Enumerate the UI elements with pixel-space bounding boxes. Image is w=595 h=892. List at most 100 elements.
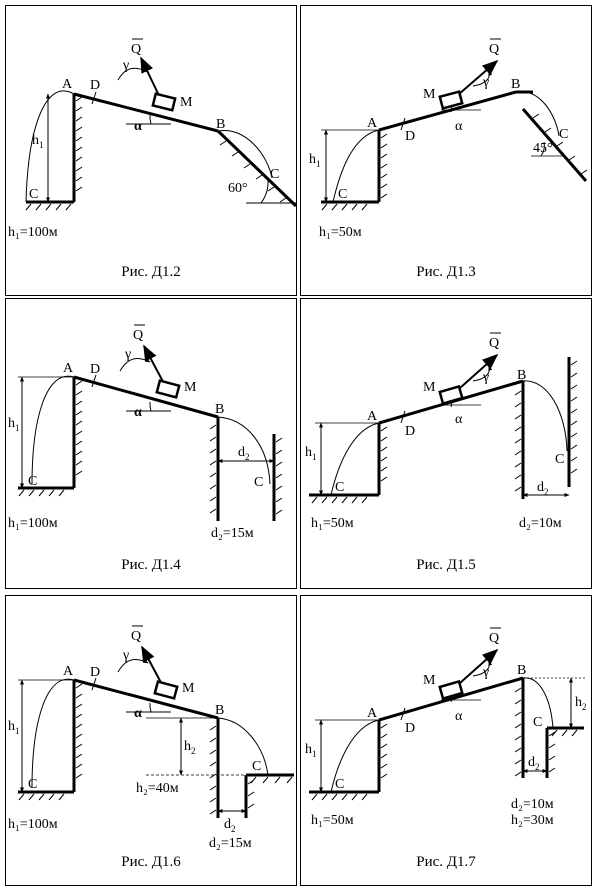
h1-label: h — [32, 133, 39, 148]
caption: Рис. Д1.7 — [416, 854, 476, 870]
svg-text:1: 1 — [312, 749, 317, 759]
svg-text:γ: γ — [482, 665, 489, 680]
svg-text:d: d — [238, 445, 245, 460]
svg-text:h₁=100м: h₁=100м — [8, 516, 58, 531]
svg-text:C: C — [335, 480, 344, 495]
svg-text:2: 2 — [231, 824, 236, 834]
svg-text:Q: Q — [489, 42, 499, 57]
svg-text:h: h — [184, 739, 191, 754]
svg-text:h: h — [309, 152, 316, 167]
svg-text:2: 2 — [191, 746, 196, 756]
svg-text:γ: γ — [122, 648, 129, 663]
svg-text:1: 1 — [316, 159, 321, 169]
svg-text:C: C — [559, 127, 568, 142]
svg-text:1: 1 — [312, 452, 317, 462]
incline-ab — [73, 92, 219, 133]
svg-text:d: d — [528, 755, 535, 770]
svg-text:2: 2 — [535, 762, 540, 772]
diagram-d1-6: Q γ α A D M B C C h 1 h 2 h₂=40м d 2 h₁=… — [8, 625, 294, 851]
svg-text:D: D — [90, 665, 100, 680]
svg-text:B: B — [511, 77, 520, 92]
point-m: M — [180, 95, 193, 110]
svg-text:A: A — [367, 116, 378, 131]
svg-text:C: C — [28, 474, 37, 489]
svg-text:γ: γ — [482, 75, 489, 90]
svg-text:2: 2 — [582, 702, 587, 712]
svg-text:Q: Q — [133, 328, 143, 343]
svg-text:h: h — [8, 719, 15, 734]
svg-text:d₂=15м: d₂=15м — [211, 526, 254, 541]
svg-text:C: C — [28, 777, 37, 792]
svg-text:M: M — [182, 681, 195, 696]
svg-text:α: α — [134, 706, 142, 721]
svg-text:Q: Q — [489, 631, 499, 646]
svg-text:d₂=10м: d₂=10м — [519, 516, 562, 531]
figure-d1-2: Q γ α A D M B C C h 1 60° h₁=100м Рис. Д… — [5, 5, 298, 296]
force-q-label: Q — [131, 42, 141, 57]
svg-text:M: M — [423, 380, 436, 395]
body-m — [151, 92, 177, 112]
svg-text:2: 2 — [544, 487, 549, 497]
svg-text:h₁=50м: h₁=50м — [319, 225, 362, 240]
svg-text:Q: Q — [489, 336, 499, 351]
svg-text:h: h — [305, 445, 312, 460]
svg-text:h: h — [8, 416, 15, 431]
svg-text:1: 1 — [15, 726, 20, 736]
svg-text:A: A — [367, 409, 378, 424]
svg-text:α: α — [455, 709, 463, 724]
svg-text:B: B — [215, 703, 224, 718]
svg-text:M: M — [184, 380, 197, 395]
svg-text:h: h — [575, 695, 582, 710]
svg-text:M: M — [423, 673, 436, 688]
trajectory-left — [25, 90, 75, 203]
point-b: B — [216, 117, 225, 132]
svg-text:C: C — [338, 187, 347, 202]
svg-text:γ: γ — [124, 347, 131, 362]
angle-60: 60° — [228, 181, 248, 196]
svg-text:h₁=100м: h₁=100м — [8, 817, 58, 832]
svg-text:h₂=40м: h₂=40м — [136, 781, 179, 796]
svg-text:B: B — [517, 663, 526, 678]
svg-text:d₂=10м: d₂=10м — [511, 797, 554, 812]
svg-text:d₂=15м: d₂=15м — [209, 836, 252, 851]
svg-text:45°: 45° — [533, 141, 553, 156]
svg-text:B: B — [215, 402, 224, 417]
svg-text:h₂=30м: h₂=30м — [511, 813, 554, 828]
svg-text:C: C — [533, 715, 542, 730]
svg-text:C: C — [555, 452, 564, 467]
svg-text:D: D — [405, 721, 415, 736]
diagram-d1-7: Q γ α A D M B C C h 1 h 2 d 2 h₁=50м d₂=… — [305, 627, 587, 828]
svg-text:D: D — [405, 424, 415, 439]
point-a: A — [62, 77, 73, 92]
svg-text:Q: Q — [131, 629, 141, 644]
svg-text:α: α — [455, 119, 463, 134]
gamma-label: γ — [122, 58, 129, 73]
diagram-d1-3: Q γ α A D M B C C h 1 45° h₁=50м — [309, 38, 588, 240]
svg-text:1: 1 — [39, 140, 44, 150]
svg-text:A: A — [63, 664, 74, 679]
svg-text:α: α — [134, 405, 142, 420]
diagram-d1-4: Q γ α A D M B C C h 1 d 2 h₁=100м d₂=15м — [8, 324, 283, 541]
figure-d1-7: Q γ α A D M B C C h 1 h 2 d 2 h₁=50м d₂=… — [300, 595, 592, 886]
svg-text:C: C — [335, 777, 344, 792]
svg-text:D: D — [405, 129, 415, 144]
figure-d1-5: Q γ α A D M B C C h 1 d 2 h₁=50м d₂=10м … — [300, 298, 592, 589]
svg-text:C: C — [254, 475, 263, 490]
alpha-label: α — [134, 119, 142, 134]
svg-text:2: 2 — [245, 452, 250, 462]
svg-text:1: 1 — [15, 423, 20, 433]
point-c-right: C — [270, 167, 279, 182]
caption: Рис. Д1.6 — [121, 854, 181, 870]
trajectory-right — [217, 130, 273, 179]
svg-text:M: M — [423, 87, 436, 102]
svg-text:d: d — [537, 480, 544, 495]
slope-bc — [216, 129, 298, 208]
figure-d1-6: Q γ α A D M B C C h 1 h 2 h₂=40м d 2 h₁=… — [5, 595, 297, 886]
param-h1: h₁=100м — [8, 225, 58, 240]
caption: Рис. Д1.4 — [121, 557, 181, 573]
diagram-d1-2: Q γ α A D M B C C h 1 60° h₁=100м — [8, 38, 298, 240]
svg-text:D: D — [90, 362, 100, 377]
diagram-d1-5: Q γ α A D M B C C h 1 d 2 h₁=50м d₂=10м — [305, 332, 578, 531]
wall-hatch — [75, 96, 83, 192]
point-d: D — [90, 78, 100, 93]
